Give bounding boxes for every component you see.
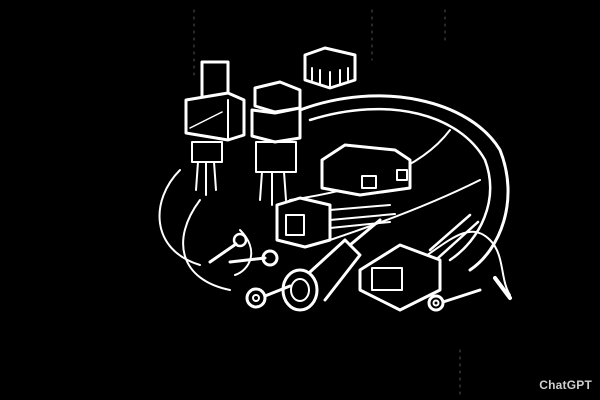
connector-top xyxy=(303,46,357,90)
relay-middle xyxy=(250,80,302,206)
cable-loops xyxy=(158,94,511,296)
ring-terminals xyxy=(208,232,512,312)
connector-square xyxy=(275,196,396,249)
connector-flat xyxy=(358,213,480,312)
watermark-text: ChatGPT xyxy=(539,378,592,392)
connector-block xyxy=(320,143,412,197)
relay-left xyxy=(184,60,246,196)
